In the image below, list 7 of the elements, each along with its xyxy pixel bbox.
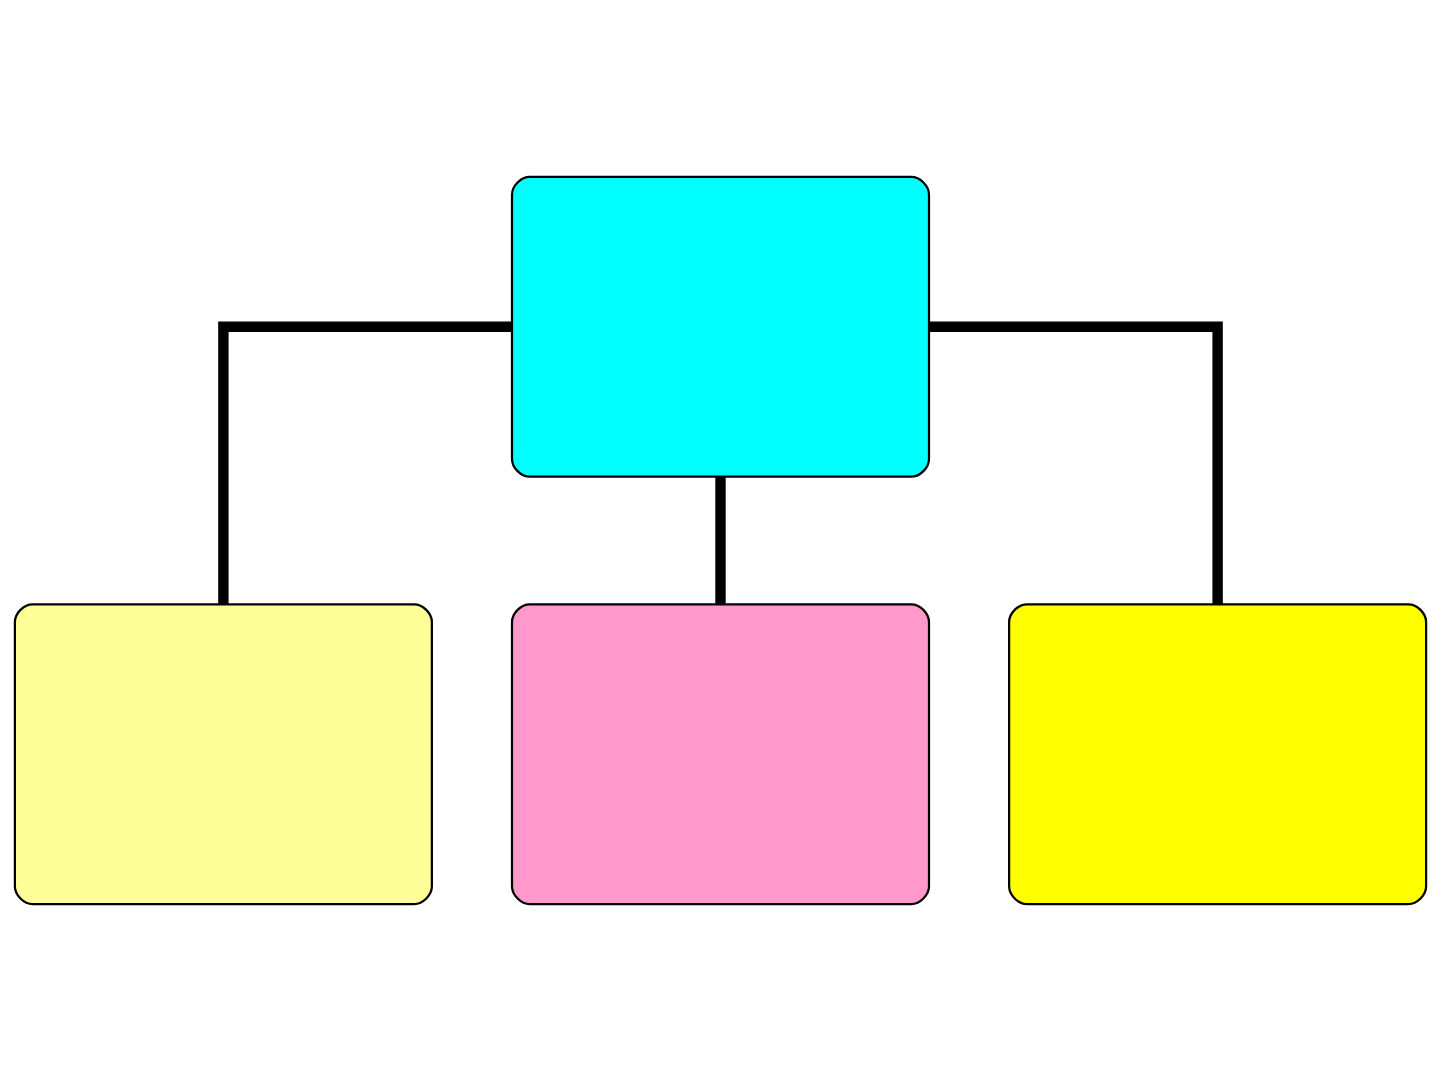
node-box [13,603,433,906]
node-box [510,603,931,906]
connector [715,476,726,604]
connector [218,321,512,605]
node-box [510,175,931,478]
node-box [1008,603,1428,906]
connector [929,321,1223,605]
